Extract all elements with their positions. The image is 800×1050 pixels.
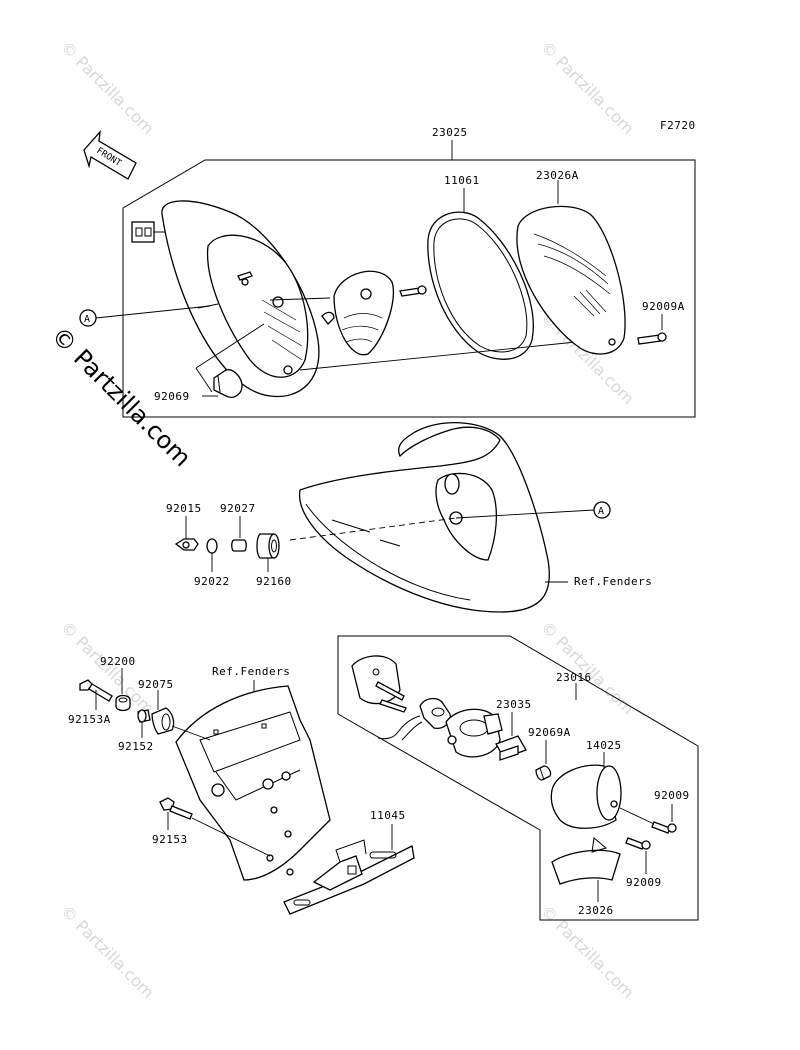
screw-92009-lower: 92009 bbox=[625, 837, 662, 889]
part-label-92160: 92160 bbox=[256, 575, 292, 588]
figure-code: F2720 bbox=[660, 119, 696, 132]
rear-fender: Ref.Fenders bbox=[298, 422, 652, 613]
watermark: © Partzilla.com bbox=[537, 617, 638, 718]
part-label-ref-fenders: Ref.Fenders bbox=[212, 665, 290, 678]
mount-hardware: 92153A 92200 92152 92075 bbox=[68, 655, 211, 753]
hardware-row: 92015 92022 92027 92160 bbox=[166, 502, 292, 588]
callout-a-middle: A bbox=[289, 501, 611, 541]
callout-a-label: A bbox=[598, 506, 604, 517]
license-plate-holder-11045: 11045 bbox=[283, 809, 415, 915]
screw-92009-upper: 92009 bbox=[619, 789, 690, 834]
part-label-92009: 92009 bbox=[654, 789, 690, 802]
part-label-11061: 11061 bbox=[444, 174, 480, 187]
screw-92009A: 92009A bbox=[637, 300, 685, 345]
license-bracket: Ref.Fenders bbox=[175, 665, 331, 881]
bulb-92069: 92069 bbox=[154, 323, 265, 403]
part-label-92153A: 92153A bbox=[68, 713, 111, 726]
gasket-11061: 11061 bbox=[299, 174, 577, 371]
part-label-92069A: 92069A bbox=[528, 726, 571, 739]
lamp-cover-14025: 14025 bbox=[550, 739, 622, 829]
watermark: © Partzilla.com bbox=[57, 37, 158, 138]
part-label-92152: 92152 bbox=[118, 740, 154, 753]
part-label-14025: 14025 bbox=[586, 739, 622, 752]
part-label-92027: 92027 bbox=[220, 502, 256, 515]
watermark: © Partzilla.com bbox=[57, 901, 158, 1002]
part-label-92075: 92075 bbox=[138, 678, 174, 691]
callout-a-label: A bbox=[84, 314, 90, 325]
tail-light-assembly-box: 23025 bbox=[122, 126, 696, 418]
part-label-92009A: 92009A bbox=[642, 300, 685, 313]
part-label-23026: 23026 bbox=[578, 904, 614, 917]
part-label-23026A: 23026A bbox=[536, 169, 579, 182]
bolt-92153: 92153 bbox=[152, 797, 271, 857]
clip-23035: 23035 bbox=[495, 698, 532, 761]
part-label-23025: 23025 bbox=[432, 126, 468, 139]
part-label-ref-fenders: Ref.Fenders bbox=[574, 575, 652, 588]
part-label-23016: 23016 bbox=[556, 671, 592, 684]
tail-light-housing bbox=[131, 200, 320, 398]
lens-23026: 23026 bbox=[551, 837, 621, 917]
callout-a-top: A bbox=[79, 305, 211, 327]
part-label-92200: 92200 bbox=[100, 655, 136, 668]
part-label-11045: 11045 bbox=[370, 809, 406, 822]
part-label-92153: 92153 bbox=[152, 833, 188, 846]
inner-housing bbox=[445, 708, 503, 758]
socket-assembly bbox=[377, 697, 451, 741]
bulb-92069A: 92069A bbox=[528, 726, 571, 781]
watermark: © Partzilla.com bbox=[537, 37, 638, 138]
part-label-23035: 23035 bbox=[496, 698, 532, 711]
license-light-base bbox=[351, 655, 407, 713]
license-light-box: 23016 bbox=[337, 635, 699, 921]
part-label-92022: 92022 bbox=[194, 575, 230, 588]
part-label-92015: 92015 bbox=[166, 502, 202, 515]
front-arrow: FRONT bbox=[83, 130, 137, 180]
part-label-92009: 92009 bbox=[626, 876, 662, 889]
part-label-92069: 92069 bbox=[154, 390, 190, 403]
lens-23026A: 23026A bbox=[516, 169, 626, 355]
reflector-unit bbox=[269, 270, 427, 356]
